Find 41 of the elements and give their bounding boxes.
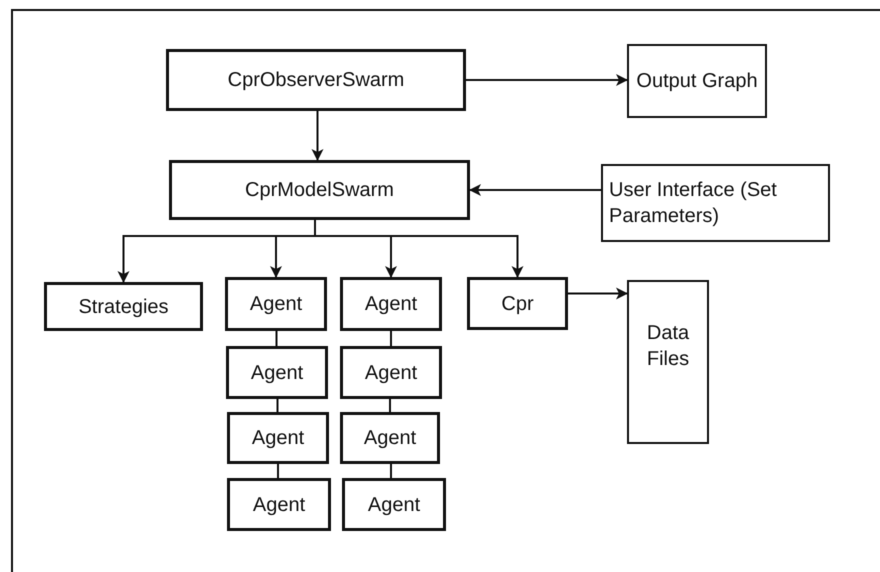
box-label: CprObserverSwarm — [228, 68, 404, 93]
connector-line — [389, 399, 391, 412]
box-label: Agent — [364, 426, 416, 451]
connector-line — [276, 331, 278, 346]
box-label: Agent — [250, 292, 302, 317]
box-label: Agent — [250, 360, 304, 386]
class-box — [225, 277, 327, 331]
box-label: Strategies — [78, 294, 169, 320]
connector-line — [276, 399, 278, 412]
class-box — [627, 280, 709, 444]
box-label: Data Files — [646, 321, 690, 372]
class-box — [342, 478, 446, 531]
connector-line — [277, 464, 279, 478]
class-box — [166, 49, 466, 111]
class-box — [44, 282, 203, 331]
arrow — [568, 288, 628, 300]
class-box — [340, 412, 440, 464]
box-label: Agent — [252, 492, 306, 518]
box-label: User Interface (Set Parameters) — [609, 178, 778, 229]
class-box — [627, 44, 767, 118]
arrow — [314, 220, 524, 278]
box-label: Agent — [364, 292, 418, 317]
box-label: Cpr — [501, 292, 534, 316]
box-label: Output Graph — [636, 69, 758, 94]
class-box — [226, 346, 328, 399]
arrow — [469, 184, 601, 196]
box-label: CprModelSwarm — [245, 178, 394, 203]
class-box — [169, 160, 470, 220]
class-box — [227, 478, 331, 531]
class-box — [340, 346, 442, 399]
class-box — [601, 164, 830, 242]
arrow — [312, 111, 324, 161]
class-box — [340, 277, 442, 331]
box-label: Agent — [368, 492, 420, 518]
box-label: Agent — [364, 360, 418, 386]
box-label: Agent — [252, 426, 304, 451]
connector-line — [390, 464, 392, 478]
connector-line — [390, 331, 392, 346]
class-box — [467, 277, 568, 330]
arrow — [466, 74, 628, 86]
class-box — [227, 412, 329, 464]
